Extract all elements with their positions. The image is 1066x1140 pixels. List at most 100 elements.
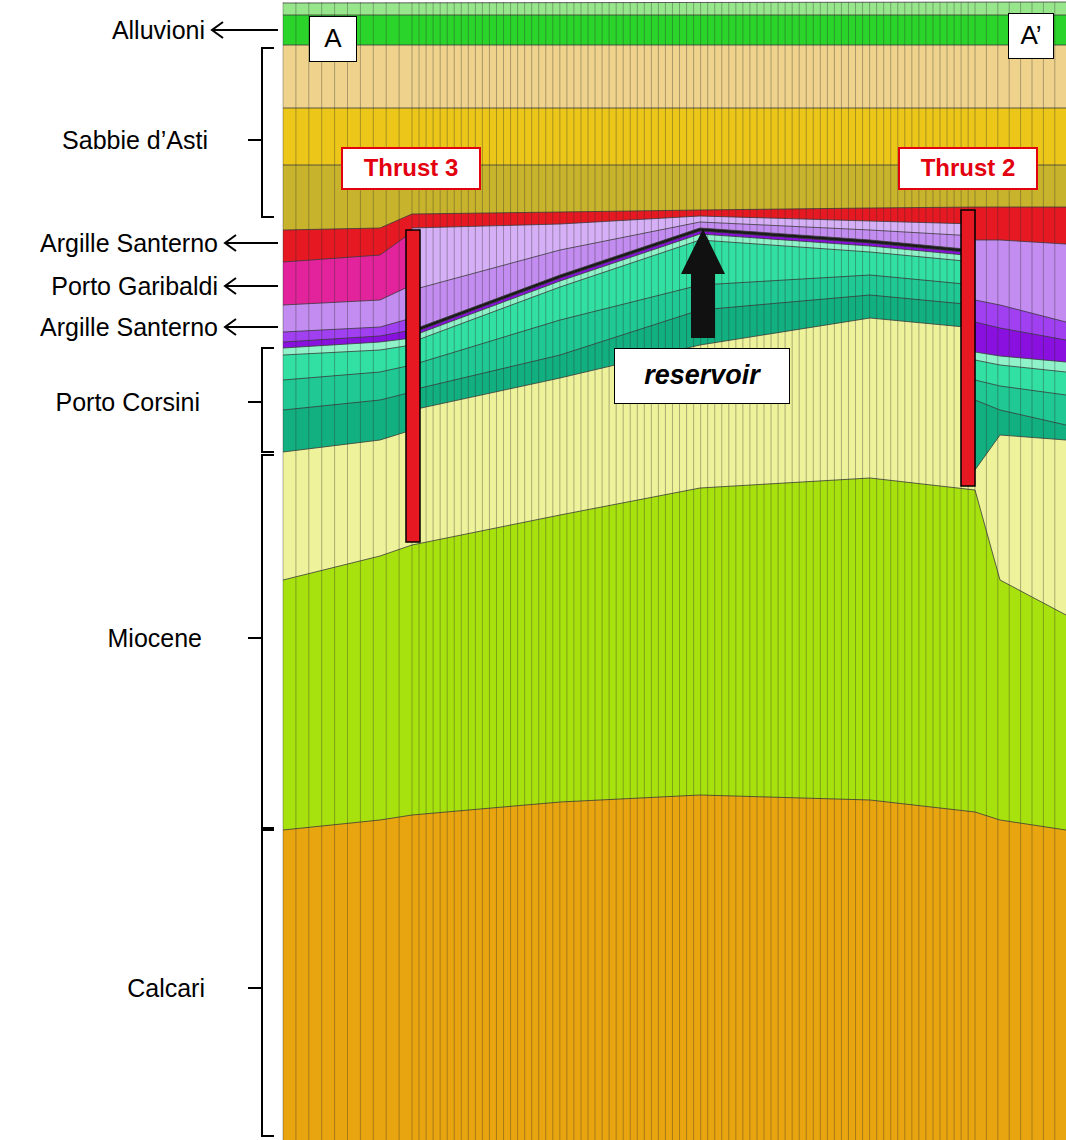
mesh-line: [559, 2, 560, 1140]
layer-name: Porto Garibaldi: [51, 272, 218, 301]
mesh-line: [672, 2, 673, 1140]
mesh-line: [1054, 2, 1055, 1140]
section-end-box: A: [309, 16, 357, 62]
mesh-line: [545, 2, 546, 1140]
horizon-line: [283, 15, 1066, 16]
pointer-arrow: [225, 278, 278, 294]
mesh-line: [595, 2, 596, 1140]
mesh-line: [295, 2, 296, 1140]
mesh-line: [566, 2, 567, 1140]
box-text: A: [324, 24, 341, 54]
layer-name: Argille Santerno: [40, 229, 218, 258]
mesh: [283, 2, 1055, 1140]
mesh-line: [876, 2, 877, 1140]
mesh-line: [1043, 2, 1044, 1140]
mesh-line: [573, 2, 574, 1140]
mesh-line: [799, 2, 800, 1140]
box-text: Thrust 3: [364, 154, 459, 182]
horizon-line: [283, 45, 1066, 46]
mesh-line: [778, 2, 779, 1140]
mesh-line: [637, 2, 638, 1140]
mesh-line: [482, 2, 483, 1140]
horizon-line: [283, 2, 1066, 3]
mesh-line: [334, 2, 335, 1140]
mesh-line: [834, 2, 835, 1140]
mesh-line: [644, 2, 645, 1140]
bracket: [248, 48, 274, 217]
mesh-line: [728, 2, 729, 1140]
layer-name: Sabbie d’Asti: [62, 126, 208, 155]
mesh-line: [580, 2, 581, 1140]
reservoir-label-box: reservoir: [614, 348, 790, 404]
mesh-line: [827, 2, 828, 1140]
layer-name: Porto Corsini: [56, 388, 201, 417]
mesh-line: [841, 2, 842, 1140]
mesh-line: [806, 2, 807, 1140]
horizon-line: [283, 108, 1066, 109]
layer-name: Calcari: [127, 974, 205, 1003]
mesh-line: [602, 2, 603, 1140]
mesh-line: [552, 2, 553, 1140]
stratum: [283, 2, 1066, 1140]
mesh-line: [665, 2, 666, 1140]
mesh-line: [862, 2, 863, 1140]
mesh-line: [820, 2, 821, 1140]
bracket: [248, 830, 274, 1136]
mesh-line: [764, 2, 765, 1140]
layer-name: Miocene: [108, 624, 203, 653]
thrust-fault: [961, 210, 975, 486]
pointer-arrow: [212, 22, 278, 38]
mesh-line: [742, 2, 743, 1140]
mesh-line: [721, 2, 722, 1140]
stratum: [283, 165, 1066, 1140]
mesh-line: [771, 2, 772, 1140]
mesh-line: [883, 2, 884, 1140]
thrust-label-box: Thrust 2: [898, 147, 1038, 190]
mesh-line: [517, 2, 518, 1140]
stratum: [283, 15, 1066, 1140]
mesh-line: [785, 2, 786, 1140]
reservoir-arrow: [681, 229, 725, 338]
mesh-line: [308, 2, 309, 1140]
mesh-line: [588, 2, 589, 1140]
bracket: [248, 455, 274, 828]
mesh-line: [792, 2, 793, 1140]
mesh-line: [630, 2, 631, 1140]
thrust-fault: [406, 230, 420, 542]
pointer-arrow: [225, 319, 278, 335]
box-text: reservoir: [644, 360, 760, 391]
mesh-line: [510, 2, 511, 1140]
mesh-line: [538, 2, 539, 1140]
box-text: Thrust 2: [921, 154, 1016, 182]
mesh-line: [489, 2, 490, 1140]
mesh-line: [848, 2, 849, 1140]
mesh-line: [658, 2, 659, 1140]
bracket: [248, 348, 274, 452]
mesh-line: [869, 2, 870, 1140]
pointer-arrow: [225, 235, 278, 251]
mesh-line: [686, 2, 687, 1140]
mesh-line: [707, 2, 708, 1140]
mesh-line: [503, 2, 504, 1140]
mesh-line: [756, 2, 757, 1140]
stratum: [283, 108, 1066, 1140]
mesh-line: [616, 2, 617, 1140]
mesh-line: [651, 2, 652, 1140]
box-text: A’: [1020, 21, 1041, 51]
mesh-line: [609, 2, 610, 1140]
mesh-line: [321, 2, 322, 1140]
mesh-line: [531, 2, 532, 1140]
layer-name: Argille Santerno: [40, 313, 218, 342]
mesh-line: [735, 2, 736, 1140]
mesh-line: [623, 2, 624, 1140]
stratum: [283, 45, 1066, 1140]
mesh-line: [890, 2, 891, 1140]
mesh-line: [693, 2, 694, 1140]
mesh-line: [524, 2, 525, 1140]
strata: [283, 2, 1066, 1140]
section-end-box: A’: [1008, 13, 1054, 59]
thrust-label-box: Thrust 3: [341, 147, 481, 190]
mesh-line: [700, 2, 701, 1140]
mesh-line: [679, 2, 680, 1140]
mesh-line: [714, 2, 715, 1140]
